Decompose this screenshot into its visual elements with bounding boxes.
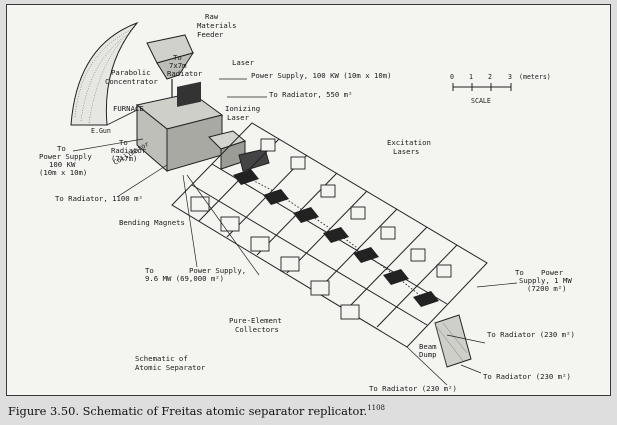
label-radiator-1100: To Radiator, 1100 m² xyxy=(55,194,143,203)
scale-bar: 0 1 2 3 (meters) SCALE xyxy=(450,73,551,105)
raw-materials-feeder xyxy=(146,34,195,97)
label-parabolic-concentrator: Concentrator xyxy=(105,77,158,86)
label-radiator-230: To Radiator (230 m²) xyxy=(483,372,571,381)
label-power-supply-left: To xyxy=(57,144,66,153)
pure-element-collectors xyxy=(190,196,360,320)
scale-tick: 2 xyxy=(488,73,492,81)
label-power-supply-100kw: Power Supply, 100 KW (10m x 10m) xyxy=(251,71,392,80)
label-power-supply-1mw: Power xyxy=(541,268,564,277)
label-furnace: FURNACE xyxy=(113,104,144,113)
label-power-supply-left: 100 KW xyxy=(49,160,76,169)
atomic-separator-diagram: 0 1 2 3 (meters) SCALE Raw Materials Fee… xyxy=(39,12,575,393)
label-radiator-7x7m: Radiator xyxy=(167,69,203,78)
leader-lines xyxy=(72,78,518,386)
scale-tick: 1 xyxy=(469,73,473,81)
bending-magnets xyxy=(233,169,439,307)
label-radiator-230: To Radiator (230 m²) xyxy=(487,330,575,339)
caption-text: Figure 3.50. Schematic of Freitas atomic… xyxy=(8,404,368,418)
label-beam-dump: Dump xyxy=(419,350,437,359)
scale-unit: (meters) xyxy=(519,73,551,81)
label-radiator-550: To Radiator, 550 m² xyxy=(269,90,352,99)
figure-caption: Figure 3.50. Schematic of Freitas atomic… xyxy=(8,404,385,418)
label-radiator-7x7m: 7x7m xyxy=(169,61,187,70)
label-pure-element-collectors: Collectors xyxy=(235,325,279,334)
label-power-supply-1mw: Supply, 1 MW xyxy=(519,276,572,285)
label-parabolic-concentrator: Parabolic xyxy=(111,68,151,77)
ionizing-laser-block xyxy=(208,130,270,172)
label-power-supply-96mw: To xyxy=(145,266,154,275)
scale-title: SCALE xyxy=(471,97,491,105)
label-laser: Laser xyxy=(232,58,255,67)
label-bending-magnets: Bending Magnets xyxy=(119,218,185,227)
scale-tick: 3 xyxy=(508,73,512,81)
label-power-supply-96mw: Power Supply, xyxy=(189,266,246,275)
label-power-supply-1mw: (7200 m²) xyxy=(527,284,567,293)
label-power-supply-1mw: To xyxy=(515,268,524,277)
label-radiator-left: (7x7m) xyxy=(111,154,137,163)
label-raw-materials-feeder: Materials xyxy=(197,21,237,30)
label-e-gun: E.Gun xyxy=(91,127,111,135)
label-pure-element-collectors: Pure-Element xyxy=(229,316,282,325)
furnace-chamber xyxy=(135,81,224,173)
schematic-figure: 0 1 2 3 (meters) SCALE Raw Materials Fee… xyxy=(6,4,611,396)
label-power-supply-96mw: 9.6 MW (69,000 m²) xyxy=(145,274,224,283)
label-excitation-lasers: Lasers xyxy=(393,147,419,156)
label-raw-materials-feeder: Raw xyxy=(205,12,219,21)
beam-dump xyxy=(434,314,472,368)
label-radiator-7x7m: To xyxy=(173,53,182,62)
parabolic-concentrator xyxy=(70,21,148,126)
label-radiator-230: To Radiator (230 m²) xyxy=(369,384,457,393)
label-ionizing-laser: Laser xyxy=(227,113,250,122)
label-beam-dump: Beam xyxy=(419,342,437,351)
label-power-supply-left: (10m x 10m) xyxy=(39,168,87,177)
label-ionizing-laser: Ionizing xyxy=(225,104,260,113)
label-raw-materials-feeder: Feeder xyxy=(197,30,224,39)
caption-reference: 1108 xyxy=(367,404,386,413)
label-schematic: Schematic of xyxy=(135,354,188,363)
label-excitation-lasers: Excitation xyxy=(387,138,431,147)
label-power-supply-left: Power Supply xyxy=(39,152,92,161)
label-radiator-left: Radiator xyxy=(111,146,147,155)
label-radiator-left: To xyxy=(119,138,128,147)
labels: Raw Materials Feeder To 7x7m Radiator La… xyxy=(39,12,575,393)
label-schematic: Atomic Separator xyxy=(135,363,206,372)
excitation-lasers xyxy=(260,138,452,278)
scale-tick: 0 xyxy=(450,73,454,81)
